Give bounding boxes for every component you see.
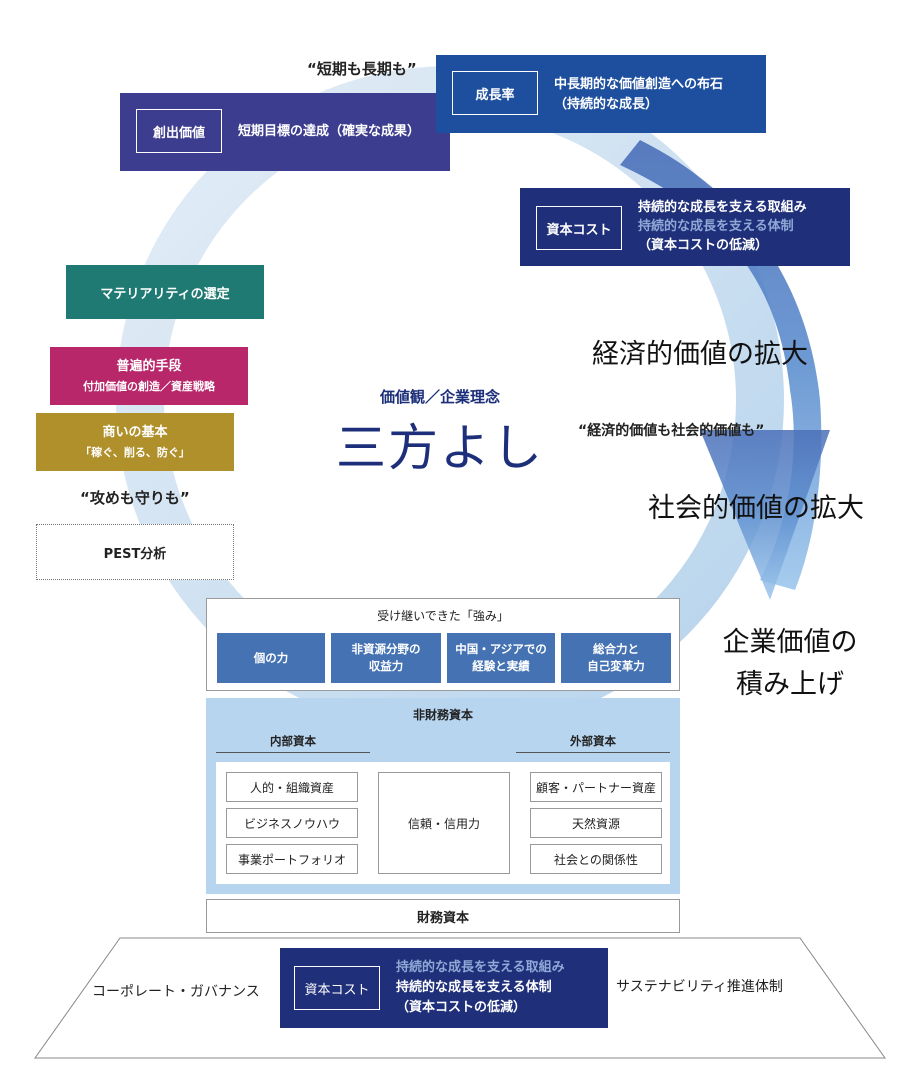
internal-item: 人的・組織資産 [226,772,358,802]
non-financial-panel: 非財務資本 内部資本 外部資本 人的・組織資産 ビジネスノウハウ 事業ポートフォ… [206,698,680,894]
capital-top-line2: 持続的な成長を支える体制 [638,219,794,234]
corp-value-line1: 企業価値の [722,627,858,658]
sousyutsu-text: 短期目標の達成（確実な成果） [238,124,421,139]
capital-top-line3: （資本コストの低減） [638,238,769,253]
capital-top-line1: 持続的な成長を支える取組み [638,200,807,215]
economic-value-label: 経済的価値の拡大 [592,339,808,370]
growth-box: 成長率 中長期的な価値創造への布石 （持続的な成長） [436,55,766,133]
pest-box: PEST分析 [36,524,234,580]
internal-divider [216,752,370,753]
social-value-label: 社会的価値の拡大 [648,493,864,524]
internal-item: 事業ポートフォリオ [226,844,358,874]
strength-item: 中国・アジアでの経験と実績 [447,633,555,683]
growth-line2: （持続的な成長） [554,97,659,112]
strengths-title: 受け継いできた「強み」 [377,609,509,623]
materiality-box: マテリアリティの選定 [66,265,264,319]
corp-value-line2: 積み上げ [736,669,844,700]
basics-sub: 「稼ぐ、削る、防ぐ」 [80,446,190,459]
center-title: 三方よし [336,419,544,477]
non-financial-title: 非財務資本 [412,708,473,722]
governance-label: コーポレート・ガバナンス [92,984,260,1000]
external-item: 社会との関係性 [530,844,662,874]
quote-short-long: “短期も長期も” [307,60,417,78]
external-divider [516,752,670,753]
internal-capital-title: 内部資本 [270,734,316,748]
growth-tag: 成長率 [452,71,538,115]
capital-top-tag: 資本コスト [536,206,622,250]
external-item: 天然資源 [530,808,662,838]
basics-box: 商いの基本 「稼ぐ、削る、防ぐ」 [36,413,234,471]
capital-bottom-tag: 資本コスト [294,966,380,1010]
strength-item: 総合力と自己変革力 [561,633,671,683]
quote-econ-social: “経済的価値も社会的価値も” [578,423,765,439]
basics-title: 商いの基本 [102,425,168,440]
sousyutsu-box: 創出価値 短期目標の達成（確実な成果） [120,93,450,171]
sousyutsu-tag: 創出価値 [136,109,222,153]
internal-item: ビジネスノウハウ [226,808,358,838]
strength-item: 非資源分野の収益力 [331,633,441,683]
strength-item: 個の力 [217,633,325,683]
external-item: 顧客・パートナー資産 [530,772,662,802]
growth-line1: 中長期的な価値創造への布石 [554,77,724,92]
quote-attack-defense: “攻めも守りも” [80,489,190,507]
universal-box: 普遍的手段 付加価値の創造／資産戦略 [50,347,248,405]
capital-bottom-line3: （資本コストの低減） [396,1000,527,1015]
universal-sub: 付加価値の創造／資産戦略 [83,380,215,393]
center-subtitle: 価値観／企業理念 [379,388,500,406]
trust-item: 信頼・信用力 [378,772,510,874]
financial-capital: 財務資本 [206,899,680,933]
capital-bottom-line2: 持続的な成長を支える体制 [396,980,552,995]
sustainability-label: サステナビリティ推進体制 [616,979,783,995]
strengths-panel: 受け継いできた「強み」 個の力 非資源分野の収益力 中国・アジアでの経験と実績 … [206,598,680,691]
capital-bottom-box: 資本コスト 持続的な成長を支える取組み 持続的な成長を支える体制 （資本コストの… [280,948,608,1028]
capital-bottom-line1: 持続的な成長を支える取組み [396,960,565,975]
universal-title: 普遍的手段 [116,359,182,374]
external-capital-title: 外部資本 [570,734,616,748]
capital-top-box: 資本コスト 持続的な成長を支える取組み 持続的な成長を支える体制 （資本コストの… [520,188,850,266]
